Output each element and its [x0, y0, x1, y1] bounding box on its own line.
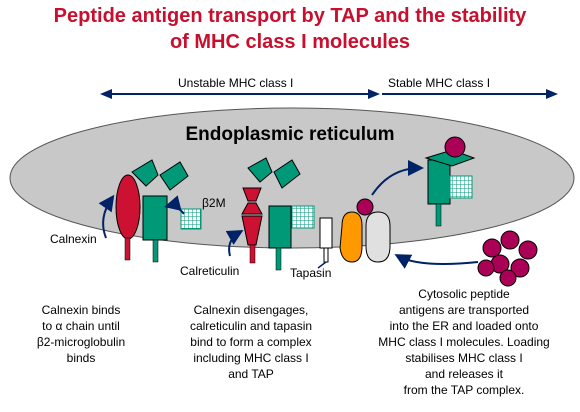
caption-right: Cytosolic peptide antigens are transport… — [356, 286, 572, 398]
calreticulin-label: Calreticulin — [180, 264, 240, 278]
calreticulin-label-arrow — [225, 230, 244, 257]
tapasin-label-line — [317, 261, 327, 269]
caption-right-line: MHC class I molecules. Loading — [378, 335, 550, 349]
figure-title-line-2: of MHC class I molecules — [169, 31, 411, 53]
caption-left: Calnexin binds to α chain until β2-micro… — [6, 302, 156, 366]
caption-middle-line: bind to form a complex — [190, 335, 312, 349]
caption-middle-line: including MHC class I — [193, 351, 309, 365]
tapasin-label: Tapasin — [290, 266, 332, 280]
caption-middle: Calnexin disengages, calreticulin and ta… — [166, 302, 336, 382]
tapasin-protein — [319, 217, 333, 263]
peptide-in-er — [356, 198, 374, 216]
calnexin-protein — [115, 174, 141, 240]
caption-left-line: to α chain until — [42, 319, 120, 333]
caption-right-line: antigens are transported — [398, 303, 530, 317]
b2m-bound-3 — [449, 175, 473, 199]
peptide-transport-arrow — [371, 160, 424, 196]
mhc-alpha-chain-2 — [247, 157, 301, 271]
caption-right-line: from the TAP complex. — [403, 383, 525, 397]
b2m-bound-2 — [291, 205, 315, 229]
stable-phase-label: Stable MHC class I — [388, 76, 491, 90]
cytosolic-peptides — [477, 230, 538, 287]
calnexin-label: Calnexin — [50, 232, 97, 246]
caption-middle-line: Calnexin disengages, — [193, 303, 309, 317]
figure-title-line-1: Peptide antigen transport by TAP and the… — [53, 5, 527, 27]
caption-left-line: binds — [66, 351, 96, 365]
peptide-loaded — [444, 136, 466, 158]
caption-left-line: β2-microglobulin — [36, 335, 126, 349]
mhc-alpha-chain-1 — [131, 159, 189, 263]
caption-right-line: stabilises MHC class I — [405, 351, 523, 365]
caption-right-line: and releases it — [424, 367, 504, 381]
er-label: Endoplasmic reticulum — [185, 124, 395, 145]
calreticulin-protein — [241, 187, 263, 264]
b2m-label: β2M — [202, 196, 226, 210]
stable-phase-arrow — [382, 89, 558, 99]
unstable-phase-arrow — [100, 89, 380, 99]
calnexin-label-arrow — [98, 194, 115, 239]
b2m-binding-arrow — [164, 195, 185, 215]
tap-transporter — [339, 211, 391, 263]
caption-right-line: into the ER and loaded onto — [389, 319, 539, 333]
caption-left-line: Calnexin binds — [41, 303, 121, 317]
unstable-phase-label: Unstable MHC class I — [178, 76, 294, 90]
calnexin-stalk — [124, 237, 131, 261]
caption-middle-line: and TAP — [228, 367, 274, 381]
peptide-uptake-arrow — [394, 254, 479, 269]
b2m-free — [180, 208, 202, 230]
caption-middle-line: calreticulin and tapasin — [189, 319, 313, 333]
caption-right-line: Cytosolic peptide — [418, 287, 510, 301]
